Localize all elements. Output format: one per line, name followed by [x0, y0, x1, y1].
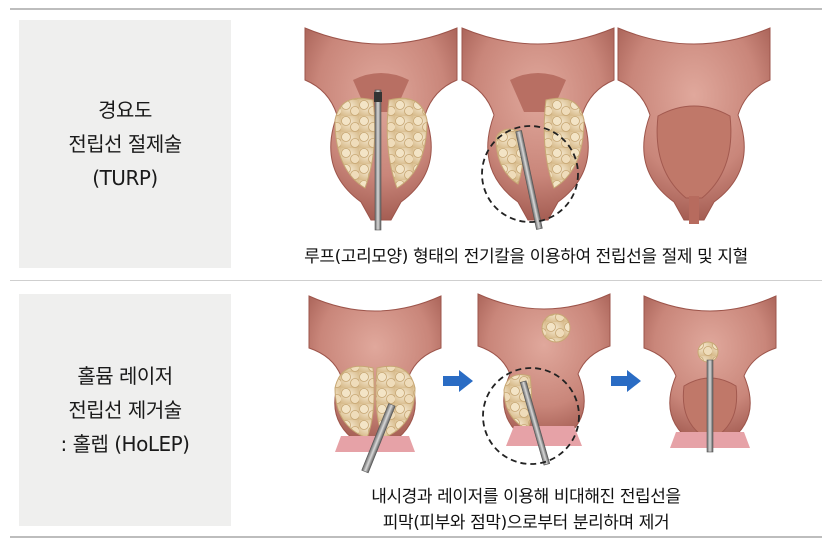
holep-caption: 내시경과 레이저를 이용해 비대해진 전립선을 피막(피부와 점막)으로부터 분…	[276, 484, 776, 536]
holep-label-line-3: : 홀렙 (HoLEP)	[61, 427, 190, 461]
holep-label-line-2: 전립선 제거술	[68, 393, 181, 427]
turp-label-line-3: (TURP)	[92, 161, 157, 195]
turp-caption: 루프(고리모양) 형태의 전기칼을 이용하여 전립선을 절제 및 지혈	[236, 242, 816, 267]
holep-stage-1-illustration	[305, 292, 445, 472]
holep-stage-3-illustration	[640, 292, 780, 472]
holep-caption-line-1: 내시경과 레이저를 이용해 비대해진 전립선을	[276, 484, 776, 510]
turp-stage-2-illustration	[462, 20, 614, 230]
holep-stage-2-illustration	[474, 290, 614, 470]
arrow-right-icon-1	[443, 370, 473, 392]
arrow-right-icon-2	[611, 370, 641, 392]
turp-caption-line-1: 루프(고리모양) 형태의 전기칼을 이용하여 전립선을 절제 및 지혈	[304, 247, 748, 267]
turp-label-box: 경요도 전립선 절제술 (TURP)	[19, 20, 231, 268]
turp-stage-1-illustration	[305, 20, 457, 230]
row-divider	[10, 280, 822, 281]
turp-label-line-2: 전립선 절제술	[68, 127, 181, 161]
turp-stage-3-illustration	[618, 20, 770, 230]
holep-label-line-1: 홀뮴 레이저	[77, 359, 172, 393]
turp-label-line-1: 경요도	[98, 93, 152, 127]
holep-label-box: 홀뮴 레이저 전립선 제거술 : 홀렙 (HoLEP)	[19, 294, 231, 526]
holep-caption-line-2: 피막(피부와 점막)으로부터 분리하며 제거	[276, 510, 776, 536]
